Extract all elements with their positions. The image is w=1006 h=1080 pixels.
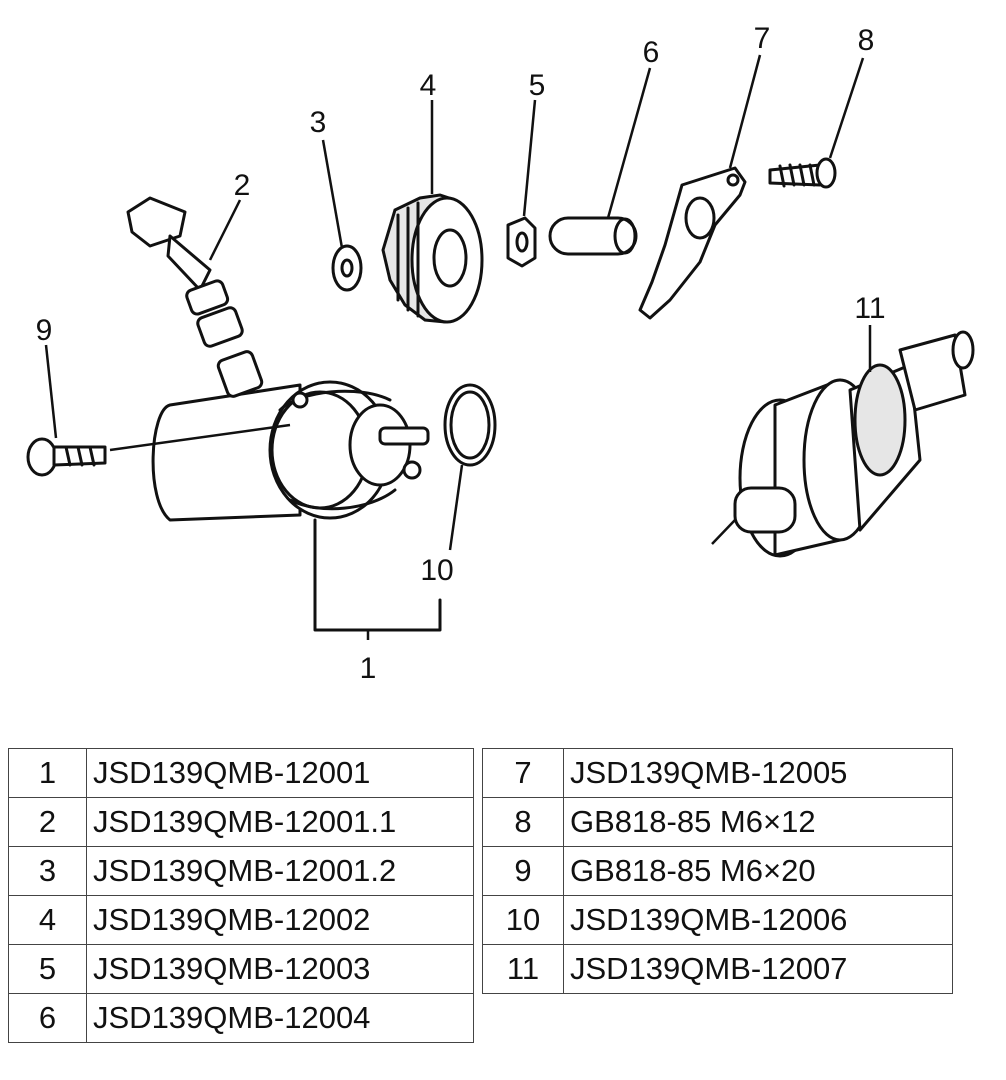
callout-10: 10 bbox=[420, 554, 453, 587]
part-code: JSD139QMB-12006 bbox=[563, 895, 953, 945]
o-ring bbox=[443, 383, 497, 551]
part-number: 7 bbox=[482, 748, 564, 798]
callout-11: 11 bbox=[854, 292, 885, 325]
part-number: 8 bbox=[482, 797, 564, 847]
part-code: JSD139QMB-12001.2 bbox=[86, 846, 474, 896]
callout-6: 6 bbox=[643, 36, 660, 69]
exploded-parts-diagram: 1 2 3 4 5 6 7 8 9 10 11 bbox=[26, 22, 975, 685]
part-number: 2 bbox=[8, 797, 87, 847]
starter-motor bbox=[151, 380, 442, 640]
part-code: GB818-85 M6×20 bbox=[563, 846, 953, 896]
callout-4: 4 bbox=[420, 69, 437, 102]
callout-3: 3 bbox=[310, 106, 327, 139]
part-number: 1 bbox=[8, 748, 87, 798]
callout-2: 2 bbox=[234, 169, 251, 202]
part-code: JSD139QMB-12002 bbox=[86, 895, 474, 945]
part-code: JSD139QMB-12005 bbox=[563, 748, 953, 798]
terminal-wire bbox=[126, 196, 264, 398]
part-number: 10 bbox=[482, 895, 564, 945]
part-number: 11 bbox=[482, 944, 564, 994]
part-code: JSD139QMB-12001 bbox=[86, 748, 474, 798]
starter-clutch bbox=[711, 325, 975, 558]
part-number: 5 bbox=[8, 944, 87, 994]
callout-1: 1 bbox=[360, 652, 377, 685]
lever bbox=[638, 54, 762, 320]
nut bbox=[506, 99, 537, 268]
pin bbox=[548, 67, 652, 256]
part-number: 3 bbox=[8, 846, 87, 896]
part-code: JSD139QMB-12001.1 bbox=[86, 797, 474, 847]
washer bbox=[321, 139, 363, 292]
screw-m6x12 bbox=[768, 57, 865, 189]
part-code: JSD139QMB-12007 bbox=[563, 944, 953, 994]
part-code: JSD139QMB-12004 bbox=[86, 993, 474, 1043]
part-code: JSD139QMB-12003 bbox=[86, 944, 474, 994]
callout-8: 8 bbox=[858, 24, 875, 57]
callout-5: 5 bbox=[529, 69, 546, 102]
screw-m6x20 bbox=[26, 344, 291, 477]
part-number: 9 bbox=[482, 846, 564, 896]
gear bbox=[381, 100, 484, 324]
callout-7: 7 bbox=[754, 22, 771, 55]
callout-9: 9 bbox=[36, 314, 53, 347]
part-number: 6 bbox=[8, 993, 87, 1043]
part-code: GB818-85 M6×12 bbox=[563, 797, 953, 847]
part-number: 4 bbox=[8, 895, 87, 945]
